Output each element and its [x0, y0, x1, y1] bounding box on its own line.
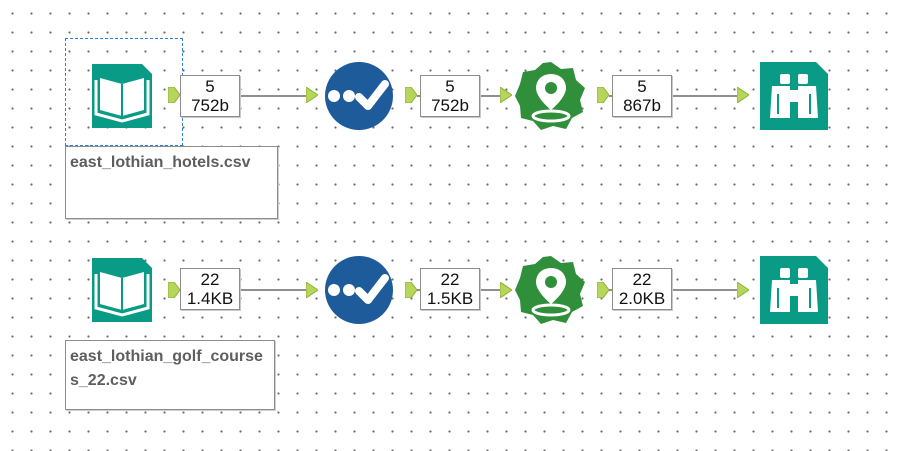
- data-size: 867b: [623, 96, 661, 115]
- tool-annotation[interactable]: east_lothian_hotels.csv: [65, 146, 278, 219]
- spatial-tool[interactable]: [515, 60, 587, 132]
- output-anchor[interactable]: [597, 87, 609, 103]
- output-anchor[interactable]: [405, 87, 417, 103]
- output-anchor[interactable]: [168, 282, 180, 298]
- checkmark-icon: [325, 62, 393, 130]
- input-anchor[interactable]: [306, 282, 318, 298]
- book-icon: [92, 258, 152, 322]
- record-count: 5: [637, 77, 647, 96]
- connection-stats: 5 867b: [612, 75, 672, 117]
- connection-stats: 5 752b: [180, 75, 240, 117]
- select-tool[interactable]: [323, 254, 395, 326]
- binoculars-icon: [760, 256, 828, 324]
- input-anchor[interactable]: [500, 282, 512, 298]
- connector-line[interactable]: [609, 95, 737, 97]
- output-anchor[interactable]: [168, 87, 180, 103]
- input-anchor[interactable]: [737, 87, 749, 103]
- output-anchor[interactable]: [597, 282, 609, 298]
- data-size: 2.0KB: [618, 289, 666, 308]
- connection-stats: 22 2.0KB: [612, 268, 672, 310]
- map-pin-icon: [515, 62, 585, 130]
- data-size: 752b: [431, 96, 469, 115]
- input-data-tool[interactable]: [86, 254, 158, 326]
- record-count: 5: [445, 77, 455, 96]
- input-anchor[interactable]: [306, 87, 318, 103]
- checkmark-icon: [325, 256, 393, 324]
- browse-tool[interactable]: [758, 60, 830, 132]
- connection-stats: 22 1.4KB: [180, 268, 240, 310]
- record-count: 22: [632, 270, 652, 289]
- input-anchor[interactable]: [737, 282, 749, 298]
- spatial-tool[interactable]: [515, 254, 587, 326]
- data-size: 1.5KB: [426, 289, 474, 308]
- record-count: 5: [205, 77, 215, 96]
- input-data-tool[interactable]: [86, 60, 158, 132]
- record-count: 22: [440, 270, 460, 289]
- tool-annotation[interactable]: east_lothian_golf_courses_22.csv: [65, 340, 275, 410]
- connector-line[interactable]: [180, 289, 306, 291]
- connector-line[interactable]: [180, 95, 306, 97]
- input-anchor[interactable]: [500, 87, 512, 103]
- book-icon: [92, 64, 152, 128]
- connection-stats: 5 752b: [420, 75, 480, 117]
- binoculars-icon: [760, 62, 828, 130]
- data-size: 752b: [191, 96, 229, 115]
- browse-tool[interactable]: [758, 254, 830, 326]
- map-pin-icon: [515, 256, 585, 324]
- connector-line[interactable]: [609, 289, 737, 291]
- connection-stats: 22 1.5KB: [420, 268, 480, 310]
- data-size: 1.4KB: [186, 289, 234, 308]
- output-anchor[interactable]: [405, 282, 417, 298]
- record-count: 22: [200, 270, 220, 289]
- select-tool[interactable]: [323, 60, 395, 132]
